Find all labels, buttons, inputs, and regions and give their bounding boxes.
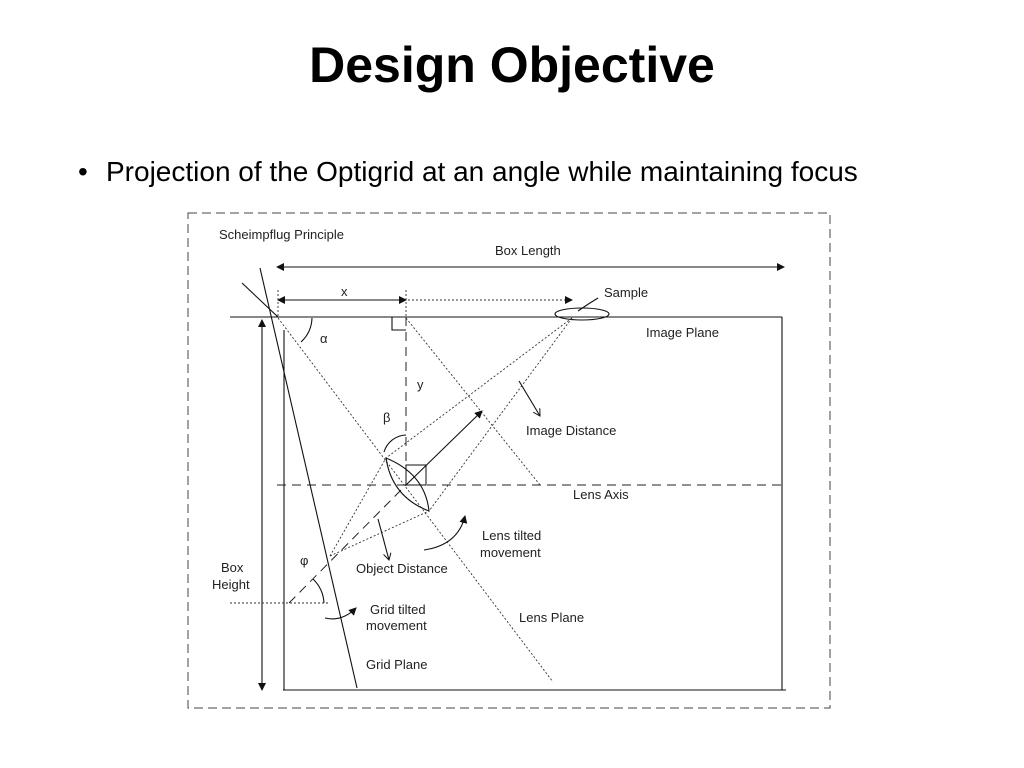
optical-axis-image [405,410,483,486]
grid-ray-upper [329,457,387,557]
lens-plane-label: Lens Plane [519,610,584,625]
beta-label: β [383,410,390,425]
box-height-label-2: Height [212,577,250,592]
lens-square [405,464,427,486]
grid-top-diagonal [241,282,279,318]
sample-ellipse [554,307,610,321]
image-ray-line [405,317,541,486]
object-distance-label: Object Distance [356,561,448,576]
bullet-item: • Projection of the Optigrid at an angle … [78,152,858,192]
sample-ray-upper [385,317,573,459]
lens-tilt-arrow [423,515,468,551]
grid-tilted-label-2: movement [366,618,427,633]
alpha-label: α [320,331,328,346]
diagram-caption: Scheimpflug Principle [219,227,344,242]
sample-label: Sample [604,285,648,300]
right-angle-mark [391,317,406,331]
object-distance-pointer [377,518,389,560]
y-label: y [417,377,424,392]
grid-ray-lower [329,510,430,557]
beta-arc [383,434,407,453]
grid-tilt-arrow [324,607,357,620]
image-distance-label: Image Distance [526,423,616,438]
box-height-label-1: Box [221,560,244,575]
phi-label: φ [300,553,308,568]
x-label: x [341,284,348,299]
bullet-text: Projection of the Optigrid at an angle w… [106,156,858,187]
slide-title: Design Objective [309,37,715,93]
bullet-dot-icon: • [78,156,88,187]
image-plane-label: Image Plane [646,325,719,340]
lens-axis-label: Lens Axis [573,487,629,502]
lens-tilted-label-2: movement [480,545,541,560]
grid-plane-label: Grid Plane [366,657,427,672]
grid-tilted-label-1: Grid tilted [370,602,426,617]
lens-plane-line [277,317,554,683]
box-length-label: Box Length [495,243,561,258]
alpha-arc [300,317,313,343]
sample-pointer [577,297,599,312]
diagram-frame [187,212,831,709]
sample-ray-lower [428,317,573,512]
phi-arc [312,578,325,604]
optical-axis-object [288,484,407,604]
image-distance-pointer [518,380,540,416]
lens-tilted-label-1: Lens tilted [482,528,541,543]
